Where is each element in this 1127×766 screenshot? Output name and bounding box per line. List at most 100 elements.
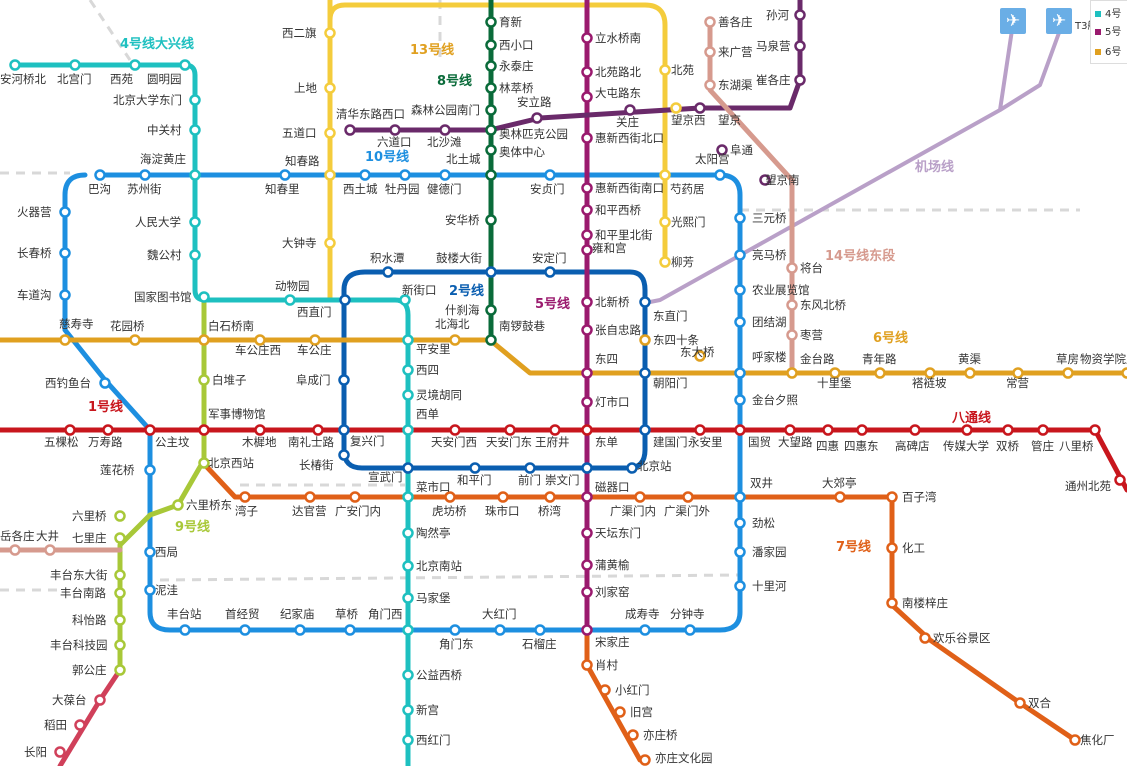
station-marker[interactable] — [114, 532, 126, 544]
station-marker[interactable] — [714, 169, 726, 181]
station-marker[interactable] — [1069, 734, 1081, 746]
station-marker[interactable] — [734, 367, 746, 379]
station-marker[interactable] — [324, 127, 336, 139]
station-marker[interactable] — [239, 624, 251, 636]
station-marker[interactable] — [1002, 424, 1014, 436]
station-marker[interactable] — [324, 237, 336, 249]
station-marker[interactable] — [402, 734, 414, 746]
station-marker[interactable] — [114, 614, 126, 626]
station-marker[interactable] — [284, 294, 296, 306]
station-marker[interactable] — [339, 294, 351, 306]
station-marker[interactable] — [402, 462, 414, 474]
station-marker[interactable] — [389, 124, 401, 136]
station-marker[interactable] — [144, 546, 156, 558]
station-marker[interactable] — [485, 144, 497, 156]
station-marker[interactable] — [639, 424, 651, 436]
station-marker[interactable] — [59, 206, 71, 218]
station-marker[interactable] — [670, 102, 682, 114]
station-marker[interactable] — [402, 560, 414, 572]
station-marker[interactable] — [59, 334, 71, 346]
station-marker[interactable] — [694, 424, 706, 436]
station-marker[interactable] — [189, 94, 201, 106]
station-marker[interactable] — [544, 491, 556, 503]
station-marker[interactable] — [59, 247, 71, 259]
station-marker[interactable] — [834, 491, 846, 503]
station-marker[interactable] — [581, 244, 593, 256]
station-marker[interactable] — [485, 124, 497, 136]
station-marker[interactable] — [254, 424, 266, 436]
station-marker[interactable] — [734, 546, 746, 558]
station-marker[interactable] — [189, 124, 201, 136]
station-marker[interactable] — [659, 216, 671, 228]
station-marker[interactable] — [344, 124, 356, 136]
station-marker[interactable] — [402, 334, 414, 346]
station-marker[interactable] — [1014, 697, 1026, 709]
station-marker[interactable] — [485, 60, 497, 72]
station-marker[interactable] — [402, 624, 414, 636]
station-marker[interactable] — [581, 32, 593, 44]
station-marker[interactable] — [239, 491, 251, 503]
station-marker[interactable] — [886, 491, 898, 503]
station-marker[interactable] — [402, 527, 414, 539]
station-marker[interactable] — [179, 59, 191, 71]
station-marker[interactable] — [627, 729, 639, 741]
station-marker[interactable] — [794, 40, 806, 52]
station-marker[interactable] — [734, 580, 746, 592]
station-marker[interactable] — [189, 169, 201, 181]
station-marker[interactable] — [704, 46, 716, 58]
station-marker[interactable] — [581, 229, 593, 241]
station-marker[interactable] — [734, 284, 746, 296]
station-marker[interactable] — [599, 684, 611, 696]
station-marker[interactable] — [581, 324, 593, 336]
station-marker[interactable] — [102, 424, 114, 436]
station-marker[interactable] — [786, 299, 798, 311]
station-marker[interactable] — [44, 544, 56, 556]
station-marker[interactable] — [485, 16, 497, 28]
station-marker[interactable] — [759, 174, 771, 186]
station-marker[interactable] — [402, 424, 414, 436]
station-marker[interactable] — [338, 449, 350, 461]
station-marker[interactable] — [886, 542, 898, 554]
station-marker[interactable] — [639, 624, 651, 636]
station-marker[interactable] — [581, 66, 593, 78]
station-marker[interactable] — [704, 16, 716, 28]
station-marker[interactable] — [581, 559, 593, 571]
station-marker[interactable] — [304, 491, 316, 503]
station-marker[interactable] — [54, 746, 66, 758]
station-marker[interactable] — [402, 491, 414, 503]
station-marker[interactable] — [144, 424, 156, 436]
station-marker[interactable] — [349, 491, 361, 503]
station-marker[interactable] — [469, 462, 481, 474]
station-marker[interactable] — [581, 132, 593, 144]
station-marker[interactable] — [1037, 424, 1049, 436]
station-marker[interactable] — [294, 624, 306, 636]
station-marker[interactable] — [639, 367, 651, 379]
station-marker[interactable] — [581, 491, 593, 503]
station-marker[interactable] — [485, 334, 497, 346]
station-marker[interactable] — [9, 59, 21, 71]
station-marker[interactable] — [624, 104, 636, 116]
station-marker[interactable] — [254, 334, 266, 346]
station-marker[interactable] — [734, 212, 746, 224]
station-marker[interactable] — [794, 9, 806, 21]
station-marker[interactable] — [114, 664, 126, 676]
station-marker[interactable] — [64, 424, 76, 436]
station-marker[interactable] — [886, 597, 898, 609]
station-marker[interactable] — [402, 389, 414, 401]
station-marker[interactable] — [614, 706, 626, 718]
station-marker[interactable] — [544, 266, 556, 278]
station-marker[interactable] — [189, 216, 201, 228]
station-marker[interactable] — [909, 424, 921, 436]
station-marker[interactable] — [874, 367, 886, 379]
station-marker[interactable] — [114, 510, 126, 522]
station-marker[interactable] — [581, 367, 593, 379]
station-marker[interactable] — [198, 424, 210, 436]
station-marker[interactable] — [309, 334, 321, 346]
station-marker[interactable] — [659, 169, 671, 181]
station-marker[interactable] — [659, 64, 671, 76]
station-marker[interactable] — [402, 592, 414, 604]
station-marker[interactable] — [626, 462, 638, 474]
station-marker[interactable] — [581, 527, 593, 539]
station-marker[interactable] — [497, 491, 509, 503]
station-marker[interactable] — [961, 424, 973, 436]
